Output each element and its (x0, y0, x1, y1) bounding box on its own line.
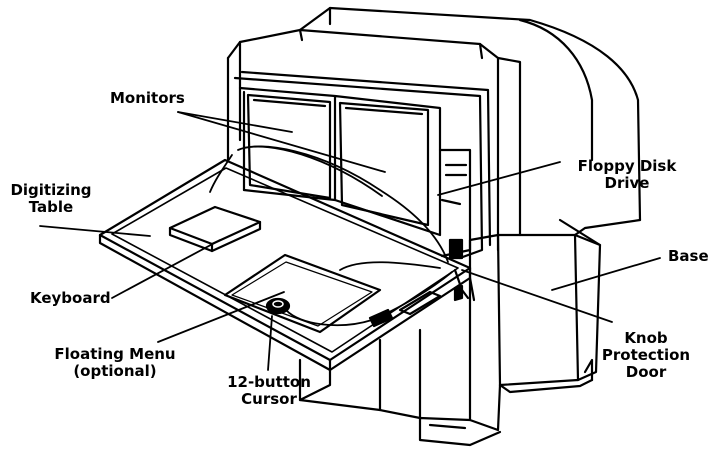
label-knob-line1: Knob (624, 329, 668, 347)
digitizing-table (98, 158, 476, 402)
table-cable (209, 145, 449, 263)
label-floppy-line1: Floppy Disk (577, 157, 677, 175)
label-monitors: Monitors (110, 90, 185, 107)
leader-knob (461, 269, 613, 323)
label-knob-line2: Protection (601, 346, 691, 364)
label-cursor-line2: Cursor (241, 390, 297, 408)
label-digitizing-table-line2: Table (28, 198, 74, 216)
leader-lines (39, 111, 661, 371)
leader-base (551, 257, 661, 291)
label-floating-menu-line2: (optional) (73, 362, 157, 380)
keyboard (168, 205, 262, 253)
cursor-puck (265, 261, 453, 328)
knob-detail (398, 284, 464, 316)
leader-digitizing-table (39, 225, 151, 237)
monitor-left (246, 93, 332, 200)
label-knob-protection-door: Knob Protection Door (588, 330, 704, 381)
leader-monitors-left (177, 111, 293, 133)
label-cursor-line1: 12-button (227, 373, 311, 391)
label-cursor: 12-button Cursor (220, 374, 318, 408)
floppy-drive (438, 148, 472, 260)
label-keyboard-text: Keyboard (30, 289, 111, 307)
label-digitizing-table: Digitizing Table (8, 182, 94, 216)
label-floating-menu: Floating Menu (optional) (52, 346, 178, 380)
base-unit (298, 6, 642, 447)
label-knob-line3: Door (625, 363, 667, 381)
leader-floating-menu (157, 291, 285, 343)
label-keyboard: Keyboard (30, 290, 111, 307)
leader-monitors-right (177, 111, 386, 173)
leader-floppy-drive (437, 161, 561, 196)
label-floating-menu-line1: Floating Menu (54, 345, 176, 363)
leader-keyboard (111, 239, 221, 299)
label-digitizing-table-line1: Digitizing (10, 181, 92, 199)
label-base: Base (668, 248, 709, 265)
label-floppy-disk-drive: Floppy Disk Drive (566, 158, 688, 192)
label-base-text: Base (668, 247, 709, 265)
label-floppy-line2: Drive (604, 174, 650, 192)
monitor-housing (226, 28, 522, 260)
label-monitors-text: Monitors (110, 89, 185, 107)
leader-cursor (267, 315, 273, 371)
floating-menu (223, 253, 382, 334)
